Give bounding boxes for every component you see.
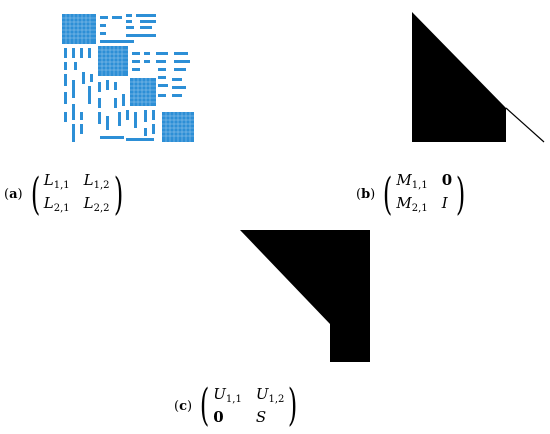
left-paren: ( bbox=[383, 168, 393, 220]
panel-label: (c) bbox=[174, 398, 193, 414]
caption-c: (c) ( U1,1 U1,2 0 S ) bbox=[174, 384, 302, 428]
matrix-entry: I bbox=[441, 194, 448, 212]
matrix-entry: 0 bbox=[213, 408, 224, 426]
matrix-expression: ( M1,1 0 M2,1 I ) bbox=[379, 172, 469, 217]
matrix-entry: M2,1 bbox=[396, 194, 428, 215]
matrix-entry: U1,1 bbox=[213, 385, 242, 406]
matrix-entry: 0 bbox=[441, 171, 453, 189]
left-paren: ( bbox=[199, 380, 210, 431]
matrix-entry: L2,2 bbox=[83, 194, 110, 215]
matrix-entry: L2,1 bbox=[43, 194, 70, 215]
matrix-expression: ( U1,1 U1,2 0 S ) bbox=[196, 384, 301, 428]
right-paren: ) bbox=[288, 380, 298, 431]
matrix-entry: M1,1 bbox=[396, 171, 428, 192]
matrix-entry: L1,2 bbox=[83, 171, 110, 192]
identity-diagonal bbox=[505, 107, 545, 143]
caption-b: (b) ( M1,1 0 M2,1 I ) bbox=[356, 172, 469, 217]
upper-triangular-block bbox=[240, 230, 370, 362]
matrix-expression: ( L1,1 L1,2 L2,1 L2,2 ) bbox=[27, 172, 127, 217]
lower-triangular-block bbox=[412, 12, 545, 143]
matrix-entry: S bbox=[255, 408, 267, 426]
matrix-entry: L1,1 bbox=[43, 171, 70, 192]
matrix-entry: U1,2 bbox=[255, 385, 285, 406]
block-texture bbox=[62, 14, 194, 142]
m-blocks bbox=[412, 12, 506, 142]
sparsity-pattern bbox=[62, 14, 194, 142]
u-blocks bbox=[240, 230, 370, 362]
panel-label: (b) bbox=[356, 187, 376, 202]
caption-a: (a) ( L1,1 L1,2 L2,1 L2,2 ) bbox=[4, 172, 127, 217]
left-paren: ( bbox=[30, 168, 40, 220]
right-paren: ) bbox=[455, 168, 466, 220]
panel-label: (a) bbox=[4, 187, 23, 202]
right-paren: ) bbox=[113, 168, 123, 220]
